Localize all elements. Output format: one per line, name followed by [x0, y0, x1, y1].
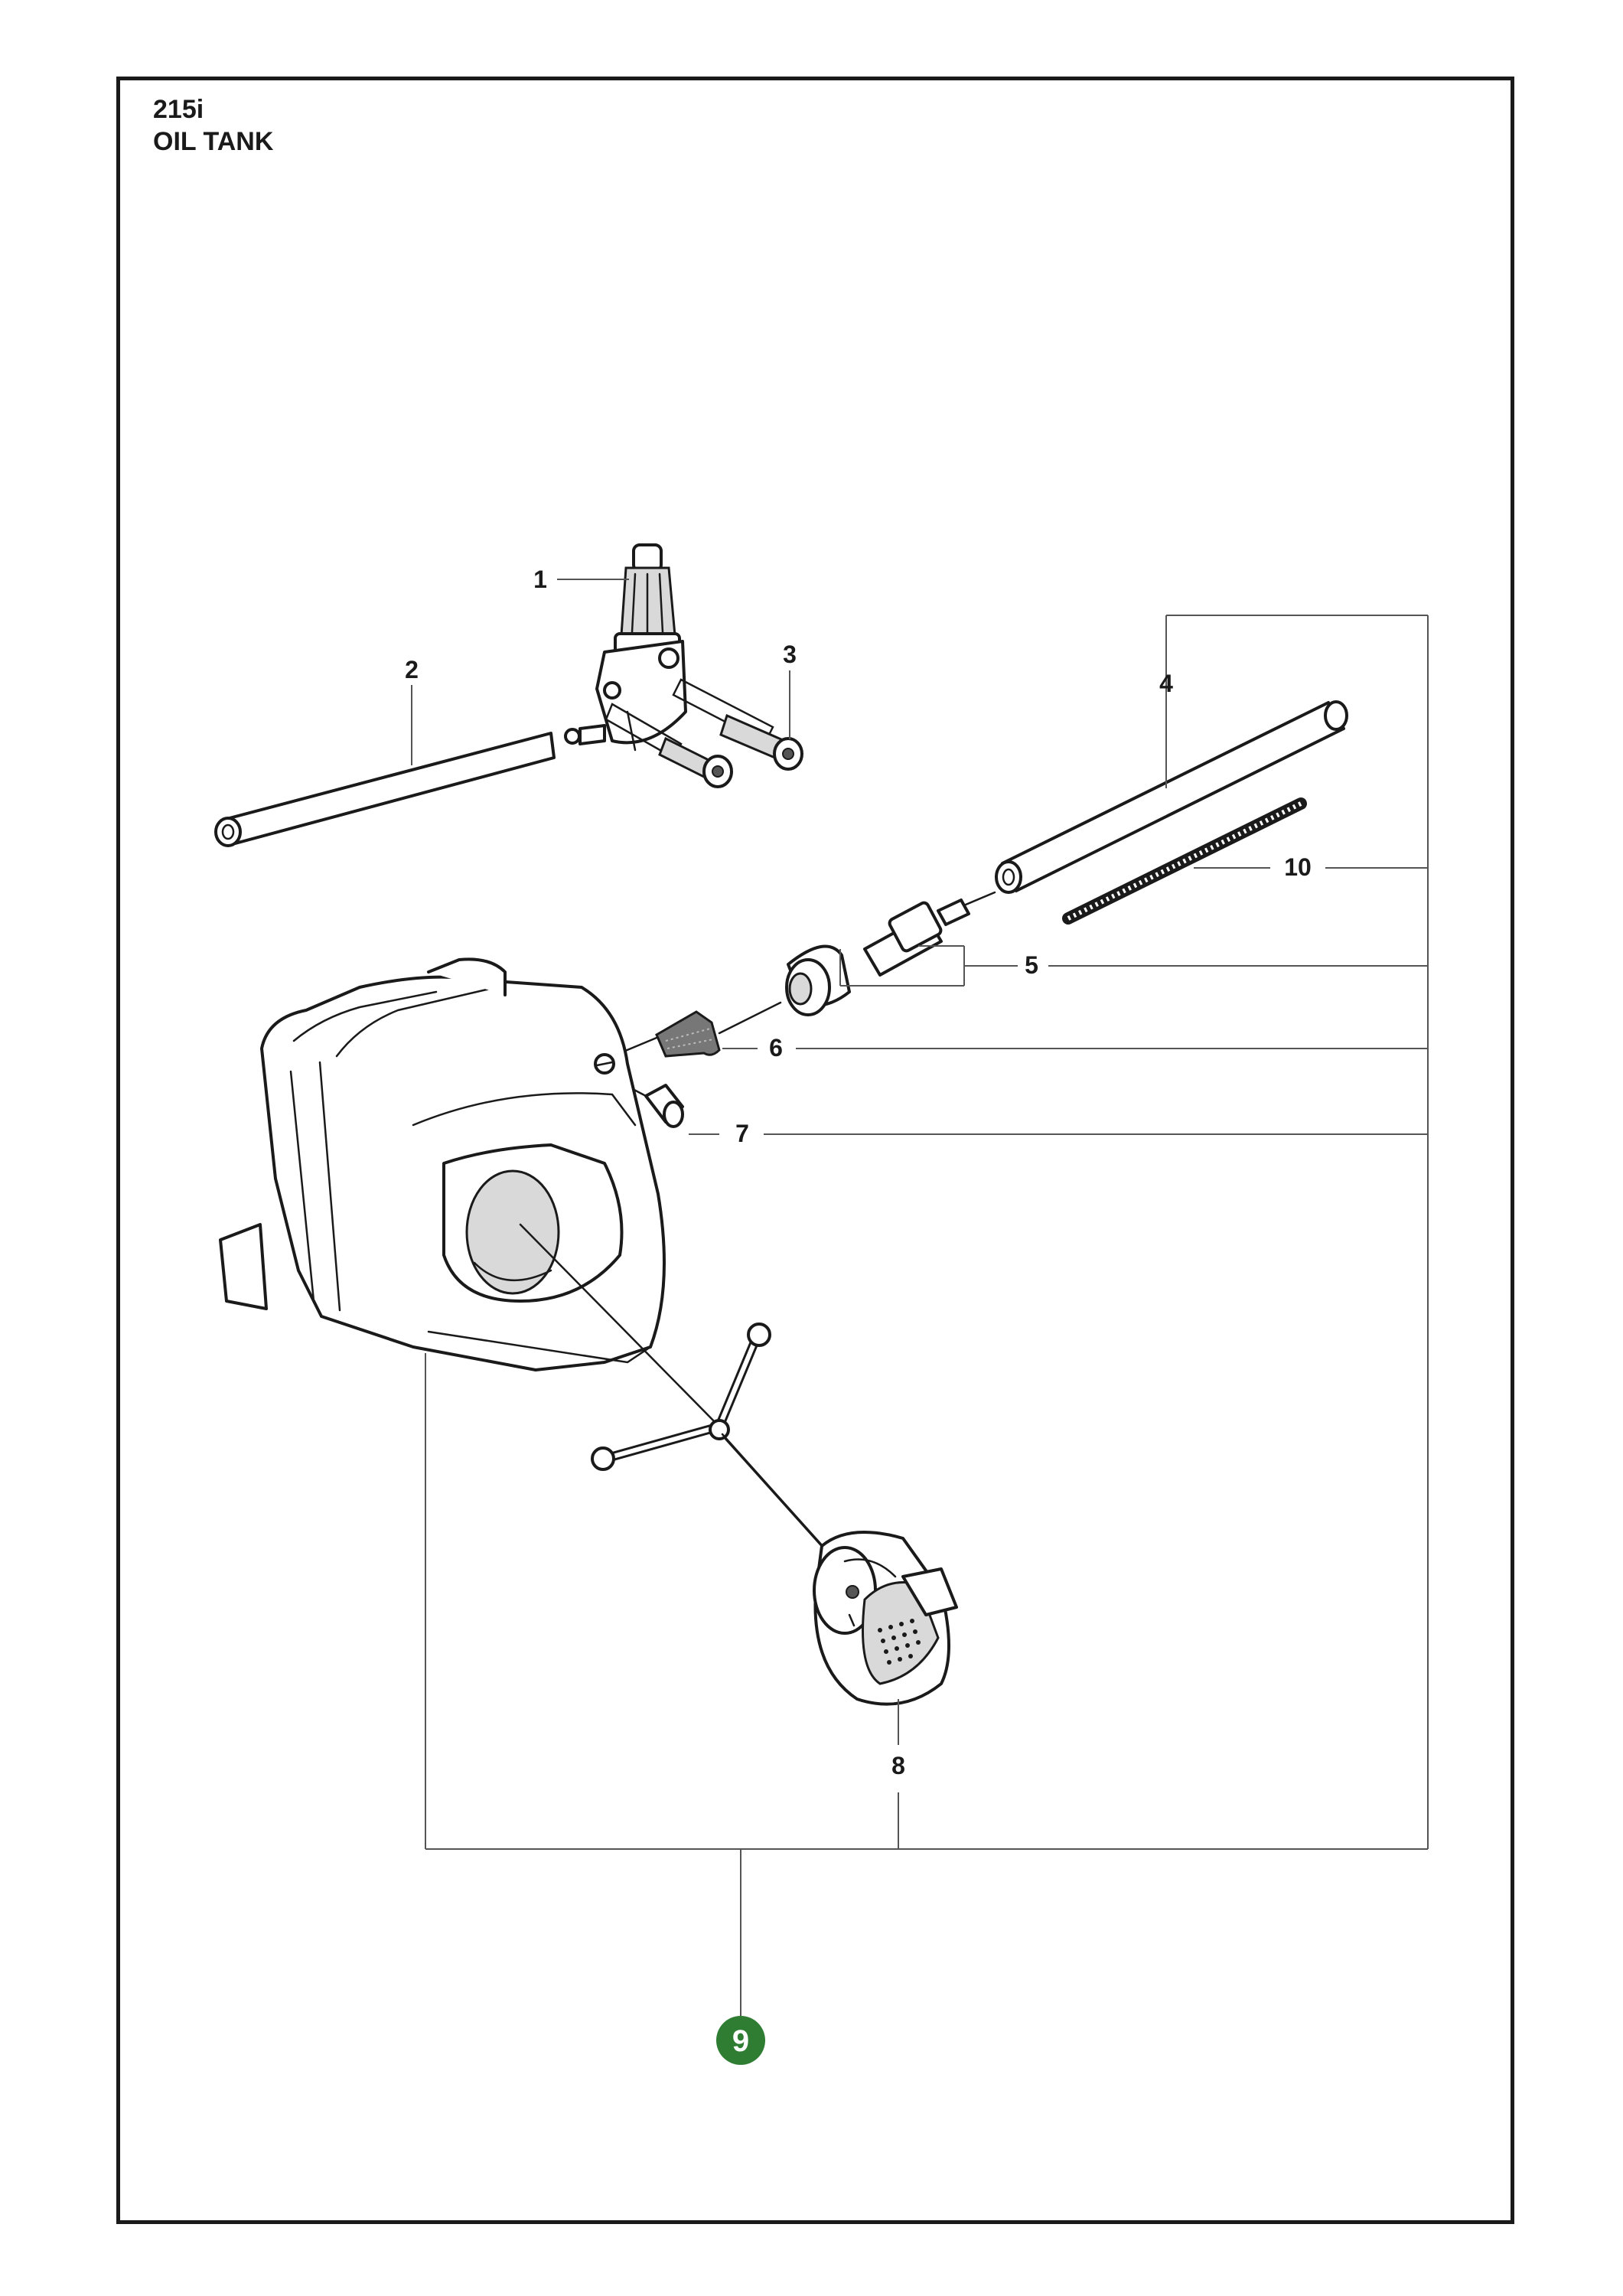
part-1-oil-pump	[564, 543, 687, 752]
callout-10: 10	[1284, 853, 1312, 881]
section-title: OIL TANK	[153, 127, 274, 156]
part-2-oil-hose	[214, 732, 556, 847]
kit-badge-circle	[716, 2016, 765, 2065]
part-4-oil-hose	[995, 700, 1348, 894]
part-3-screw-lower	[605, 703, 733, 788]
part-5-hose-connector	[863, 891, 996, 977]
callout-7: 7	[735, 1120, 749, 1147]
part-7-grommet	[615, 1079, 684, 1128]
callout-8: 8	[891, 1752, 905, 1779]
callout-9: 9	[732, 2024, 749, 2058]
callout-2: 2	[405, 656, 419, 683]
leader-lines	[411, 579, 1429, 2016]
callout-1: 1	[533, 566, 547, 593]
callout-labels: 1 2 3 4 5 6 7 8 10	[405, 566, 1312, 1779]
oil-tank-body	[219, 957, 666, 1371]
page-frame	[116, 77, 1514, 2224]
model-number: 215i	[153, 95, 204, 124]
callout-3: 3	[783, 641, 797, 668]
part-10-spring	[1062, 797, 1307, 925]
callout-5: 5	[1025, 951, 1038, 979]
cap-vent-holes	[878, 1619, 921, 1665]
dipstick	[519, 1223, 834, 1560]
callout-6: 6	[769, 1034, 783, 1062]
part-8-oil-cap	[813, 1531, 958, 1706]
callout-4: 4	[1159, 670, 1173, 697]
kit-badge-9: 9	[716, 2016, 765, 2065]
part-3-screw-upper	[672, 678, 803, 771]
part-6-strainer	[618, 1001, 782, 1058]
part-5-filter-housing	[785, 944, 851, 1016]
